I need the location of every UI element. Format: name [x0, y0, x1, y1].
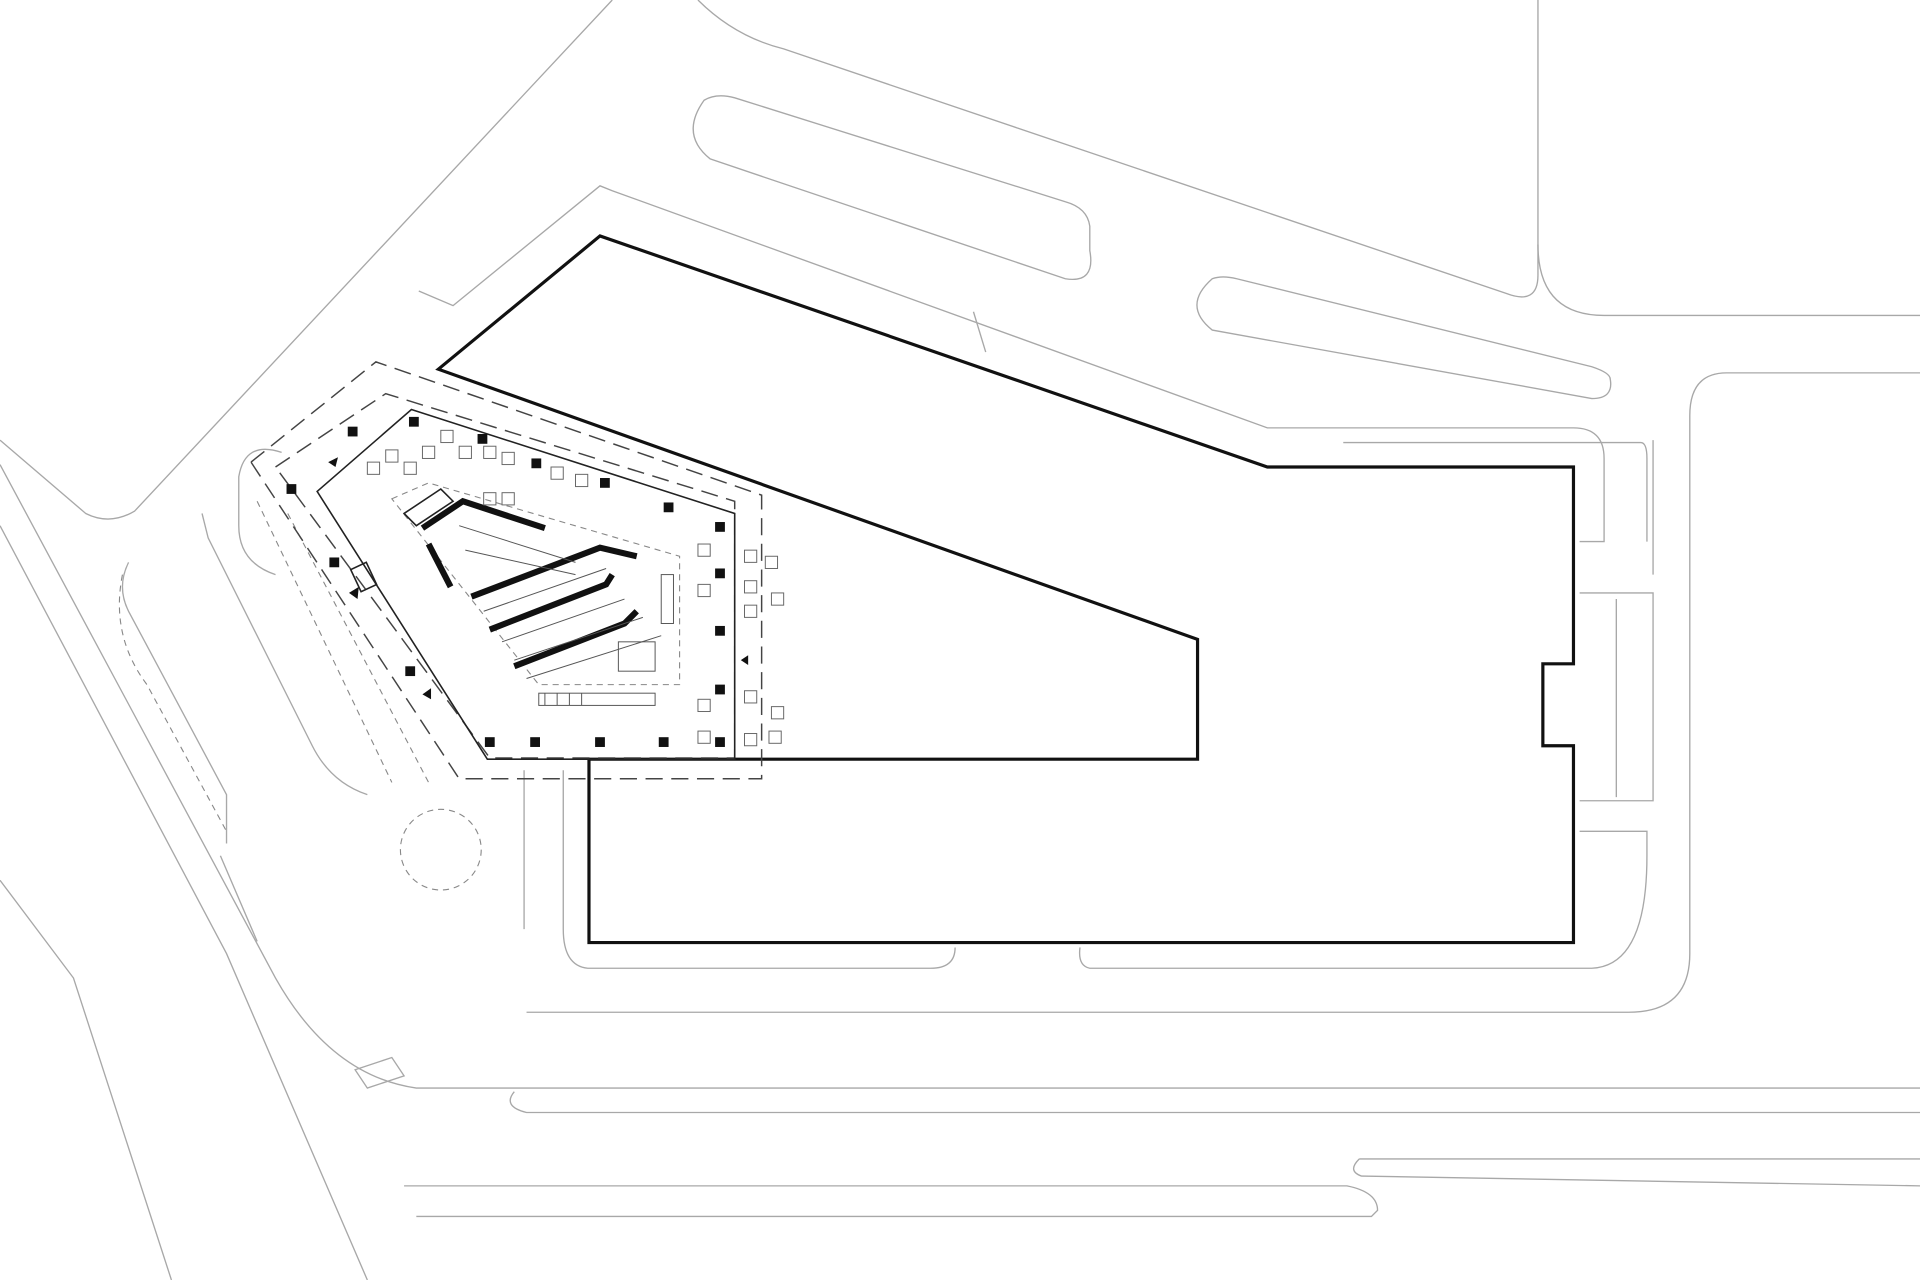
road-curb: [0, 525, 368, 1280]
road-curb: [1579, 592, 1654, 802]
island: [1196, 276, 1612, 400]
road-curb: [201, 513, 368, 796]
island: [692, 95, 1092, 281]
stair-lines: [544, 693, 583, 706]
seating-part-part: [744, 580, 758, 594]
column: [484, 737, 495, 747]
seating-part-part: [501, 492, 515, 506]
seating-part-part: [440, 429, 454, 444]
seating-part-part: [697, 698, 711, 713]
core-wall: [402, 487, 455, 527]
seating-part-part: [575, 473, 589, 488]
revolving-door: [349, 561, 378, 593]
column: [663, 502, 674, 513]
seating-part-part: [697, 543, 711, 557]
seating-part-part: [421, 445, 436, 459]
structural-columns: [286, 416, 725, 747]
column: [329, 557, 340, 568]
seating-part-part: [770, 706, 785, 720]
column: [408, 416, 419, 427]
road-curb: [697, 0, 1539, 298]
entrance-arrow-icon: [328, 457, 338, 468]
core-wall: [420, 497, 546, 532]
column: [715, 737, 725, 747]
road-curb: [0, 464, 1920, 1089]
column: [715, 625, 725, 636]
column: [595, 737, 605, 747]
core-wall: [488, 572, 615, 633]
elevator-cells: [459, 525, 662, 679]
column: [715, 522, 725, 532]
road-curb: [418, 185, 1605, 543]
road-curb: [238, 448, 282, 576]
core-wall: [425, 542, 454, 589]
seating-part-part: [697, 583, 711, 598]
road-curb: [404, 1185, 1379, 1218]
parking-marker: [354, 1056, 406, 1089]
column: [286, 484, 297, 494]
main-building-outline: [435, 234, 1576, 945]
entrance-arrow-icon: [348, 586, 359, 600]
column: [658, 737, 669, 747]
column: [531, 458, 542, 469]
seating-part-part: [744, 604, 758, 618]
core-wall: [470, 544, 638, 600]
seating-part-part: [385, 449, 399, 463]
drive-lane: [256, 501, 430, 783]
seating-part-part: [744, 549, 758, 563]
seating-part-part: [697, 730, 711, 744]
seating-part-part: [483, 492, 497, 506]
road-curb: [0, 0, 613, 520]
interior-zone: [390, 482, 681, 686]
island: [1353, 1158, 1920, 1187]
column: [477, 434, 488, 444]
roundabout-path: [118, 574, 228, 832]
road-curb: [121, 562, 228, 844]
canopy-inner: [274, 392, 736, 759]
elevator: [617, 641, 656, 672]
tower-outline: [316, 408, 736, 760]
road-curb: [509, 1091, 1920, 1114]
entrance-arrow-icon: [740, 655, 749, 666]
seating-part-part: [768, 730, 782, 744]
seating-part-part: [483, 445, 497, 459]
road-curb: [526, 372, 1920, 1013]
road-curb: [219, 855, 258, 942]
stair: [538, 692, 656, 706]
road-curb: [1078, 830, 1648, 969]
entrance-arrow-icon: [422, 688, 432, 700]
tower-plan: [250, 361, 763, 780]
column: [347, 426, 358, 437]
road-curb: [562, 770, 956, 969]
seating-part-part: [770, 592, 785, 606]
column: [530, 737, 540, 747]
seating-part-part: [403, 461, 417, 475]
road-curb: [0, 879, 173, 1280]
seating: [366, 429, 785, 747]
column: [405, 666, 416, 677]
column: [715, 684, 725, 695]
entrance-markers: [328, 457, 749, 700]
seating-part-part: [366, 461, 381, 475]
canopy-outline: [250, 361, 763, 780]
road-curb: [1537, 244, 1920, 317]
seating-part-part: [744, 690, 758, 704]
roundabout: [399, 808, 482, 891]
seating-part-part: [550, 466, 564, 480]
column: [600, 478, 610, 488]
bench: [660, 574, 674, 624]
seating-part-part: [501, 451, 515, 466]
road-curb: [1343, 441, 1648, 542]
seating-part-part: [764, 555, 779, 569]
seating-part-part: [458, 445, 472, 459]
seating-part: [366, 429, 785, 747]
road-curb: [972, 311, 987, 353]
seating-part-part: [744, 733, 758, 747]
column: [715, 568, 725, 579]
